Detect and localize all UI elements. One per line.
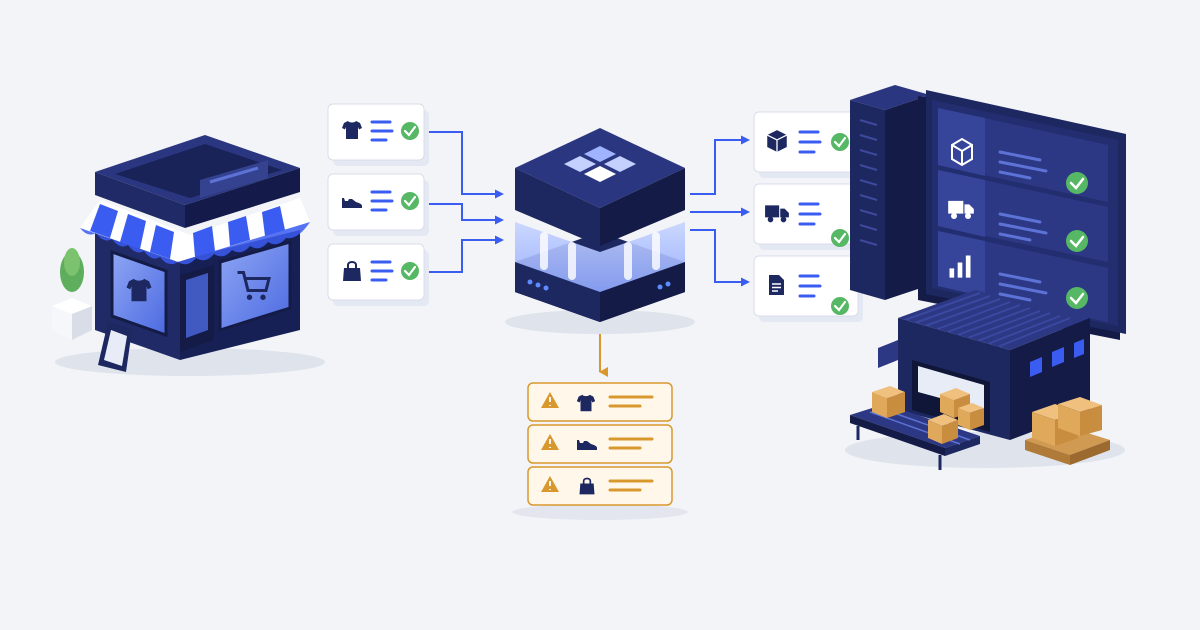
outgoing-items-stack — [753, 111, 863, 322]
cardboard-box-icon — [958, 403, 984, 430]
integration-hub — [505, 128, 695, 334]
potted-plant — [52, 248, 92, 340]
app-grid-icon — [564, 146, 636, 182]
storefront — [52, 135, 325, 376]
dashboard-row-package — [938, 108, 1108, 202]
sandwich-board-sign — [98, 322, 132, 372]
flow-connectors — [426, 131, 750, 377]
check-icon — [401, 192, 419, 210]
error-card-bag — [527, 466, 673, 506]
error-queue — [512, 382, 688, 520]
incoming-card-shoe — [327, 173, 429, 236]
pallet-icon — [1025, 397, 1110, 465]
incoming-card-bag — [327, 243, 429, 306]
window-shirt-display — [110, 249, 168, 338]
connector-shoe-to-hub — [426, 203, 504, 225]
connector-shirt-to-hub — [426, 131, 504, 199]
connector-bag-to-hub — [426, 235, 504, 273]
dashboard-row-chart — [938, 231, 1108, 322]
outgoing-card-package — [753, 111, 863, 178]
outgoing-card-truck — [753, 183, 863, 250]
package-icon — [951, 137, 973, 167]
check-icon — [401, 122, 419, 140]
window-cart-display — [218, 240, 292, 333]
dashboard-row-truck — [938, 170, 1108, 262]
cardboard-box-icon — [928, 414, 958, 444]
check-icon — [831, 133, 849, 151]
check-icon — [831, 297, 849, 315]
incoming-items-stack — [327, 103, 429, 306]
outgoing-card-document — [753, 255, 863, 322]
cardboard-box-icon — [872, 386, 905, 418]
incoming-card-shirt — [327, 103, 429, 166]
connector-hub-to-package — [690, 135, 750, 195]
check-icon — [1066, 172, 1088, 194]
awning — [80, 198, 310, 265]
backend-system — [850, 85, 1126, 340]
error-card-shoe — [527, 424, 673, 464]
connector-hub-to-document — [690, 229, 750, 287]
warehouse — [845, 290, 1125, 470]
error-card-shirt — [527, 382, 673, 422]
check-icon — [831, 229, 849, 247]
check-icon — [401, 262, 419, 280]
check-icon — [1066, 230, 1088, 252]
document-icon — [768, 274, 785, 296]
check-icon — [1066, 287, 1088, 309]
